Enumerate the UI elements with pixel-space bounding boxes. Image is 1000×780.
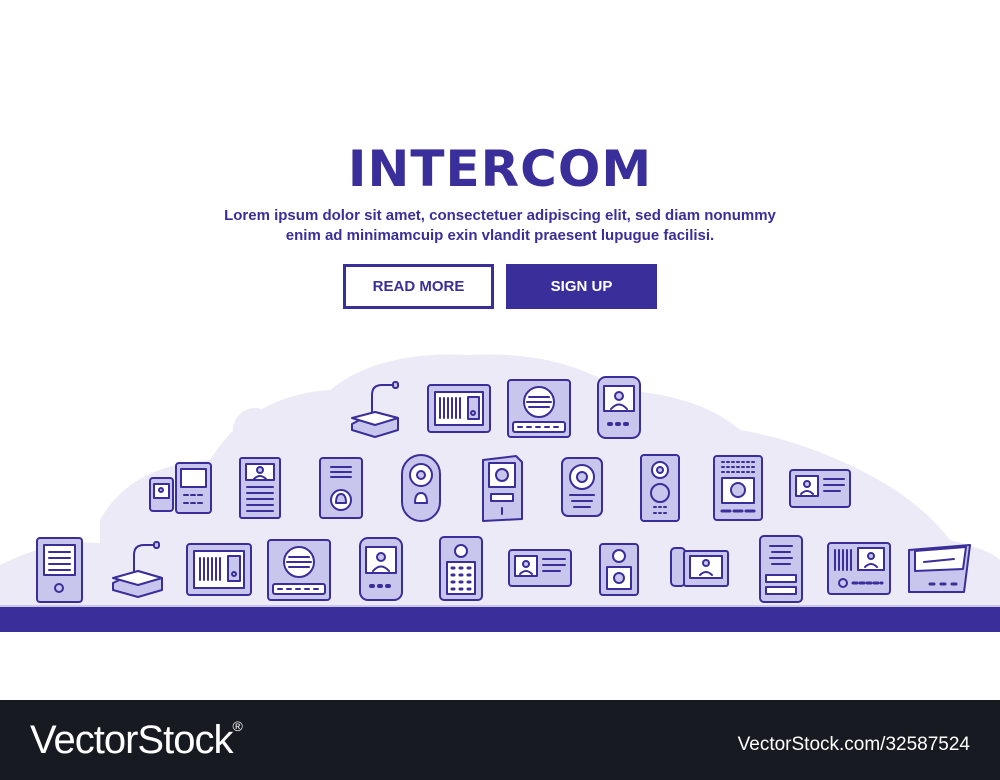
watermark-logo: VectorStock® — [30, 718, 243, 763]
speaker-camera-panel-icon — [713, 455, 763, 521]
keypad-intercom-icon — [439, 536, 483, 601]
intercom-panel-icon — [427, 384, 491, 433]
desk-microphone-icon — [112, 541, 163, 598]
camera-doorbell-icon — [640, 454, 680, 522]
ground-band-highlight — [0, 605, 1000, 607]
read-more-button[interactable]: READ MORE — [343, 264, 494, 309]
intercom-panel-icon — [186, 543, 252, 596]
speaker-intercom-icon — [267, 539, 331, 601]
watermark-bar: VectorStock® VectorStock.com/32587524 — [0, 700, 1000, 780]
wall-intercom-icon — [36, 537, 83, 603]
video-phone-icon — [597, 376, 641, 439]
description-line-2: enim ad minimamcuip exin vlandit praesen… — [285, 227, 715, 244]
angled-intercom-icon — [908, 544, 971, 593]
video-monitor-icon — [789, 469, 851, 508]
intercom-icons-illustration — [0, 354, 1000, 630]
camera-intercom-icon — [561, 457, 603, 517]
intercom-monitor-icon — [827, 542, 891, 595]
oval-doorbell-icon — [401, 454, 441, 522]
landing-page: INTERCOM Lorem ipsum dolor sit amet, con… — [0, 140, 1000, 632]
doorbell-speaker-icon — [319, 457, 363, 519]
handset-monitor-icon — [670, 547, 729, 587]
desk-microphone-icon — [351, 381, 399, 438]
video-monitor-icon — [508, 549, 572, 587]
registered-mark: ® — [232, 718, 242, 734]
speaker-panel-icon — [759, 535, 803, 603]
video-phone-icon — [359, 537, 403, 601]
apartment-intercom-icon — [239, 457, 281, 519]
description-line-1: Lorem ipsum dolor sit amet, consectetuer… — [224, 207, 776, 224]
sign-up-button[interactable]: SIGN UP — [506, 264, 657, 309]
page-description: Lorem ipsum dolor sit amet, consectetuer… — [150, 206, 850, 246]
camera-door-station-icon — [599, 543, 639, 596]
speaker-intercom-icon — [507, 379, 571, 438]
watermark-brand: VectorStock — [30, 718, 233, 762]
watermark-image-id: VectorStock.com/32587524 — [737, 734, 970, 755]
video-intercom-pair-icon — [149, 462, 212, 514]
door-station-icon — [482, 455, 523, 522]
page-title: INTERCOM — [347, 140, 653, 198]
ground-band — [0, 607, 1000, 632]
